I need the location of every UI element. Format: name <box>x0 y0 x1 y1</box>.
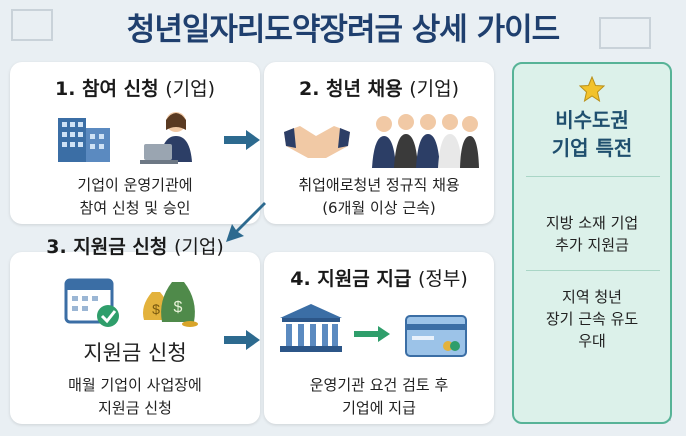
person-laptop-icon <box>140 112 192 164</box>
handshake-icon <box>284 126 350 158</box>
step-1-desc: 기업이 운영기관에 참여 신청 및 승인 <box>77 176 193 217</box>
arrow-down-left-icon <box>226 202 266 242</box>
credit-card-icon <box>405 315 467 357</box>
arrow-right-icon <box>354 326 390 342</box>
step-3-title: 3. 지원금 신청 (기업) <box>46 236 224 258</box>
step-2-title: 2. 청년 채용 (기업) <box>298 78 459 100</box>
star-icon <box>579 76 605 102</box>
step-card-3: 3. 지원금 신청 (기업) $ $ 지원금 신청 매월 기업이 사업장에 지원… <box>10 236 260 424</box>
divider <box>526 176 660 177</box>
money-bag-icon: $ $ <box>143 282 198 327</box>
step-4-desc: 운영기관 요건 검토 후 기업에 지급 <box>309 376 449 417</box>
svg-text:$: $ <box>152 301 160 317</box>
team-people-icon <box>372 114 479 168</box>
arrow-right-icon <box>224 330 260 350</box>
side-panel-benefits: 비수도권 기업 특전 지방 소재 기업 추가 지원금 지역 청년 장기 근속 유… <box>512 62 672 424</box>
benefit-item-2: 지역 청년 장기 근속 유도 우대 <box>545 288 639 350</box>
step-3-desc: 매월 기업이 사업장에 지원금 신청 <box>68 376 202 417</box>
page-title: 청년일자리도약장려금 상세 가이드 <box>126 12 560 48</box>
step-card-4: 4. 지원금 지급 (정부) 운영기관 요건 검토 후 기업에 지급 <box>264 252 494 424</box>
arrow-right-icon <box>224 130 260 150</box>
step-card-2: 2. 청년 채용 (기업) 취업애로청년 정규직 채용 (6개월 이상 근속) <box>264 62 494 224</box>
svg-text:$: $ <box>174 299 183 316</box>
step-4-title: 4. 지원금 지급 (정부) <box>290 268 468 290</box>
government-building-icon <box>280 304 342 352</box>
divider <box>526 270 660 271</box>
calendar-check-icon <box>64 278 119 327</box>
benefit-item-1: 지방 소재 기업 추가 지원금 <box>545 214 639 254</box>
step-card-1: 1. 참여 신청 (기업) 기업이 운영기관에 참여 신청 및 승인 <box>10 62 260 224</box>
step-3-big-label: 지원금 신청 <box>83 341 187 365</box>
office-building-icon <box>58 118 110 162</box>
step-1-title: 1. 참여 신청 (기업) <box>54 78 215 100</box>
side-panel-title: 비수도권 기업 특전 <box>551 108 633 160</box>
step-2-desc: 취업애로청년 정규직 채용 (6개월 이상 근속) <box>298 176 460 217</box>
